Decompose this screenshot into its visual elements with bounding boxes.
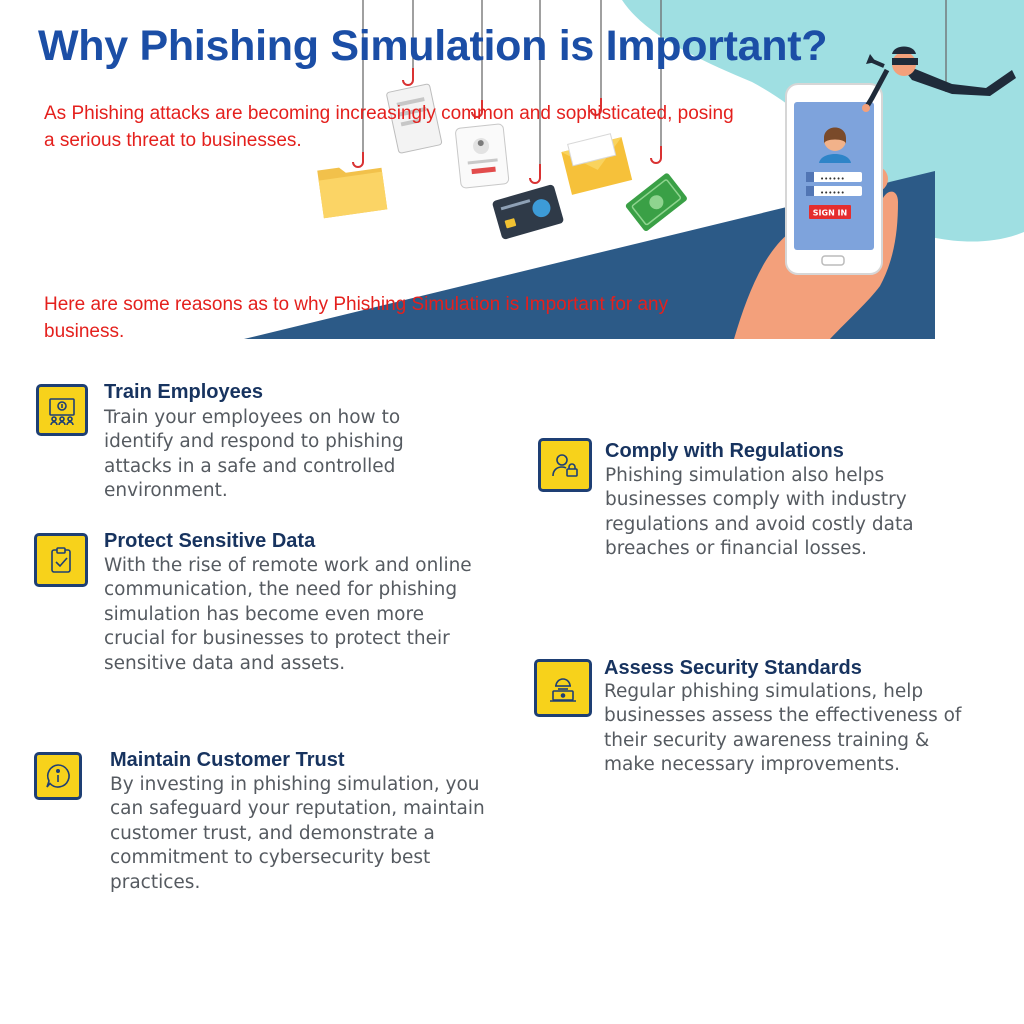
clipboard-check-icon <box>34 533 88 587</box>
info-chat-icon <box>34 752 82 800</box>
money-bill-icon <box>625 173 687 232</box>
phishing-illustration: •••••• •••••• SIGN IN <box>244 0 1024 339</box>
fishing-lines <box>362 0 947 172</box>
feature-description: Regular phishing simulations, help busin… <box>604 681 962 776</box>
feature-description: By investing in phishing simulation, you… <box>110 774 485 893</box>
folder-icon <box>317 167 388 219</box>
hacker-figure <box>862 46 1016 112</box>
fishing-hooks <box>352 68 662 184</box>
sign-in-label: SIGN IN <box>813 209 847 218</box>
page-title: Why Phishing Simulation is Important? <box>38 22 828 70</box>
feature-title: Train Employees <box>104 381 263 403</box>
password-mask-bottom: •••••• <box>820 189 845 197</box>
feature-title: Comply with Regulations <box>605 440 844 462</box>
feature-description: Phishing simulation also helps businesse… <box>605 465 914 560</box>
user-lock-icon <box>538 438 592 492</box>
envelope-icon <box>561 133 633 195</box>
feature-title: Assess Security Standards <box>604 657 862 679</box>
phone-mockup: •••••• •••••• SIGN IN <box>785 83 883 275</box>
intro-text: As Phishing attacks are becoming increas… <box>44 103 734 151</box>
feature-title: Maintain Customer Trust <box>110 749 345 771</box>
credit-card-icon <box>492 184 564 240</box>
training-board-icon <box>36 384 88 436</box>
hacker-laptop-icon <box>534 659 592 717</box>
feature-description: With the rise of remote work and online … <box>104 555 472 674</box>
id-card-icon <box>455 123 510 189</box>
feature-description: Train your employees on how to identify … <box>104 407 404 502</box>
password-mask-top: •••••• <box>820 175 845 183</box>
feature-title: Protect Sensitive Data <box>104 530 316 552</box>
reasons-intro-text: Here are some reasons as to why Phishing… <box>44 294 669 342</box>
document-icon <box>386 83 443 154</box>
